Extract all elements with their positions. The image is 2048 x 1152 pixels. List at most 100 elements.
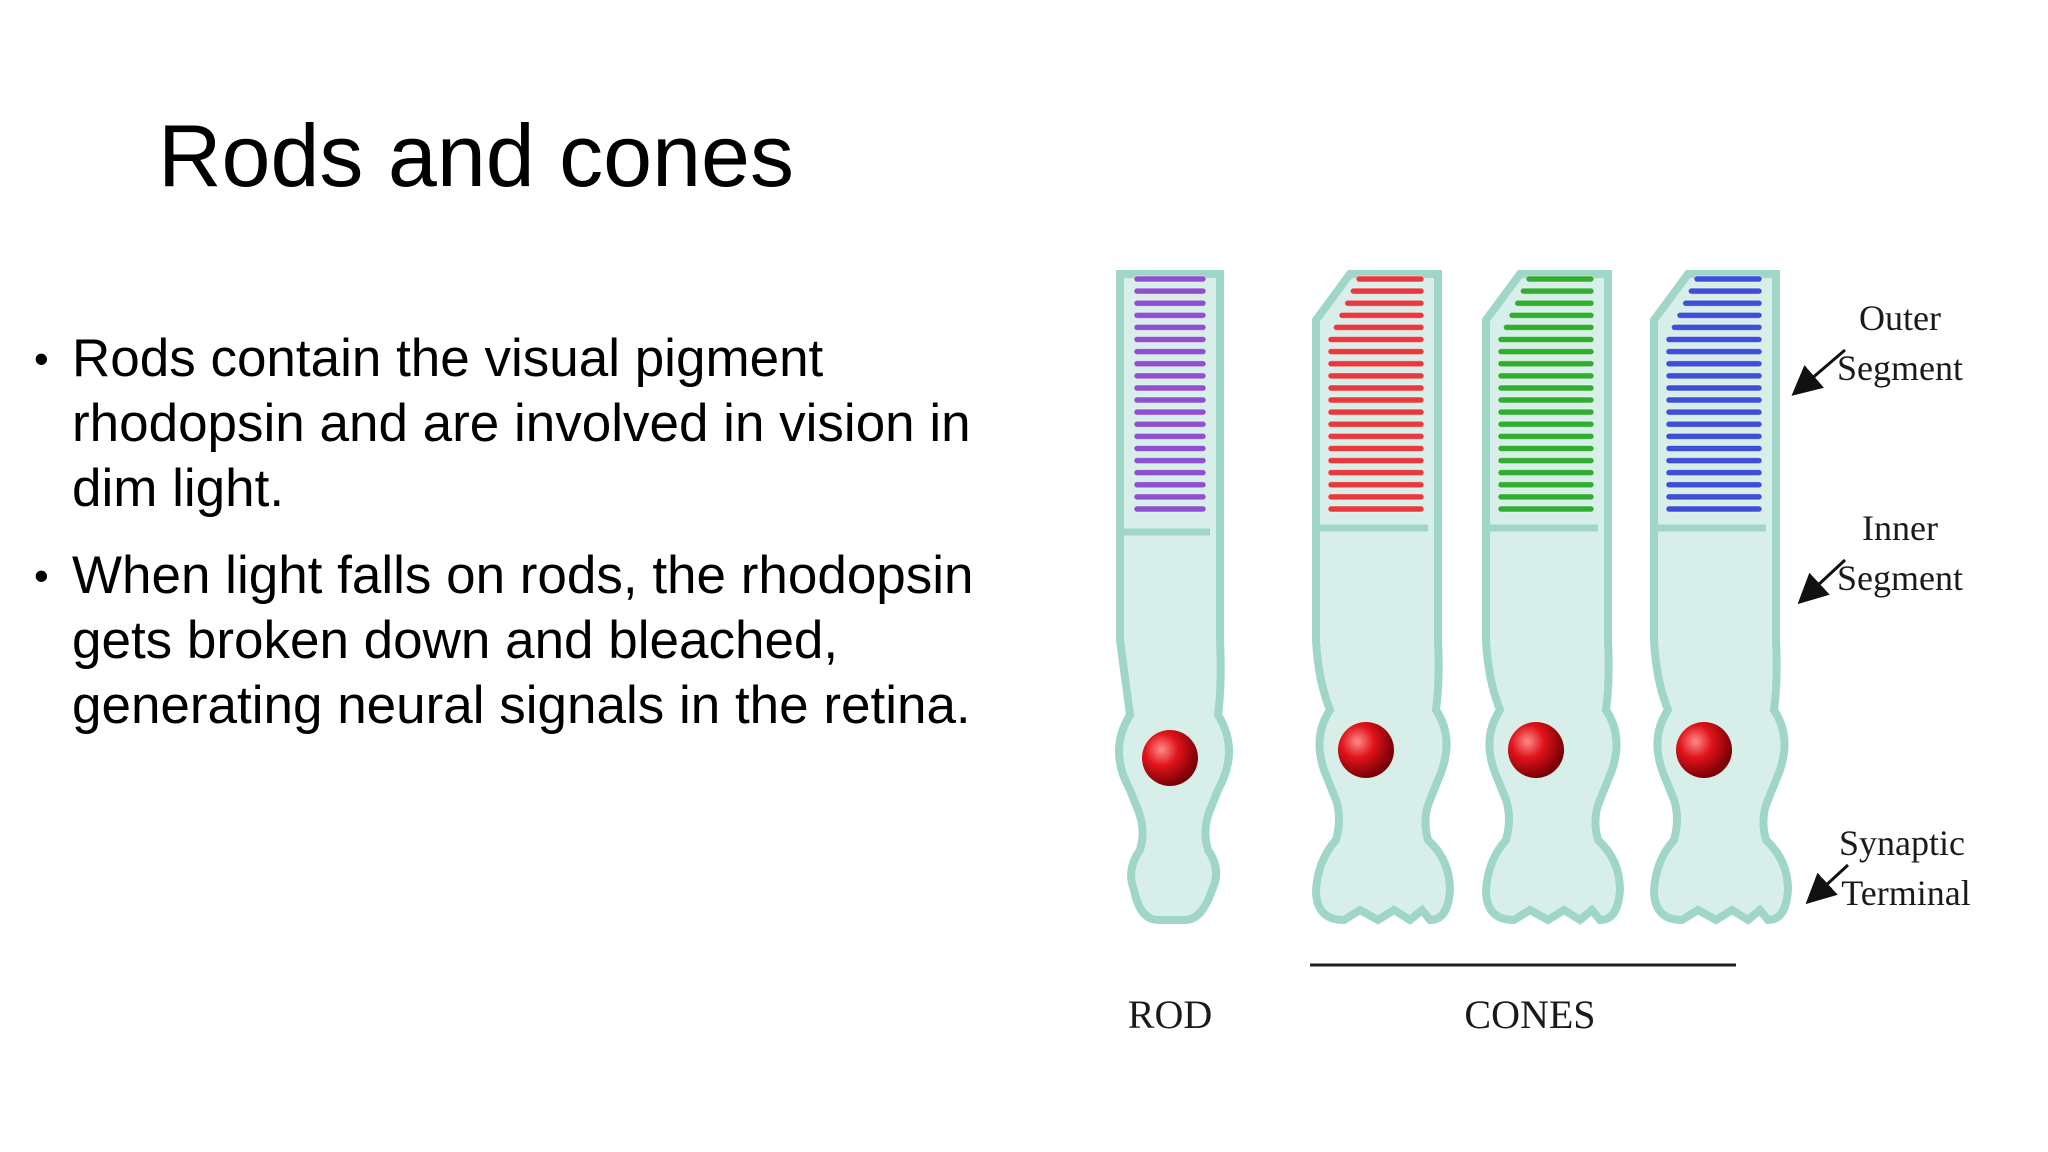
cone-cell-green <box>1481 270 1625 925</box>
pigment-disk <box>1497 481 1595 489</box>
pigment-disk <box>1133 432 1207 440</box>
inner-segment-label-2: Segment <box>1837 558 1963 598</box>
pigment-disk <box>1327 348 1425 356</box>
pigment-disk <box>1332 323 1425 331</box>
pigment-disk <box>1665 469 1763 477</box>
bullet-item: • Rods contain the visual pigment rhodop… <box>32 326 1062 521</box>
inner-segment-arrow-icon <box>1797 558 1847 605</box>
pigment-disk <box>1133 457 1207 465</box>
pigment-disk <box>1665 396 1763 404</box>
pigment-disk <box>1327 420 1425 428</box>
pigment-disk <box>1497 505 1595 513</box>
cones-label: CONES <box>1464 992 1595 1037</box>
pigment-disk <box>1327 396 1425 404</box>
pigment-disk <box>1665 348 1763 356</box>
pigment-disk <box>1682 299 1763 307</box>
pigment-disk <box>1133 323 1207 331</box>
pigment-disk <box>1133 420 1207 428</box>
pigment-disk <box>1497 372 1595 380</box>
pigment-disk <box>1327 505 1425 513</box>
pigment-disk <box>1497 469 1595 477</box>
photoreceptor-svg: Outer Segment Inner Segment Synaptic Ter… <box>1115 270 1971 1037</box>
pigment-disk <box>1133 311 1207 319</box>
pigment-disk <box>1327 372 1425 380</box>
outer-segment-arrow-icon <box>1791 348 1846 396</box>
pigment-disk <box>1665 408 1763 416</box>
cone-outer-segment-disks <box>1327 275 1425 513</box>
pigment-disk <box>1497 432 1595 440</box>
pigment-disk <box>1327 432 1425 440</box>
pigment-disk <box>1497 457 1595 465</box>
pigment-disk <box>1497 384 1595 392</box>
pigment-disk <box>1693 275 1763 283</box>
pigment-disk <box>1133 348 1207 356</box>
pigment-disk <box>1525 275 1595 283</box>
rod-cell-body <box>1115 270 1233 924</box>
pigment-disk <box>1676 311 1763 319</box>
bullet-item: • When light falls on rods, the rhodopsi… <box>32 543 1062 738</box>
pigment-disk <box>1133 384 1207 392</box>
slide-title: Rods and cones <box>158 106 794 205</box>
pigment-disk <box>1502 323 1595 331</box>
pigment-disk <box>1327 469 1425 477</box>
cone-cell-blue <box>1649 270 1793 925</box>
bullet-text: Rods contain the visual pigment rhodopsi… <box>72 329 971 518</box>
cone-cell-body <box>1481 270 1625 925</box>
outer-segment-label-1: Outer <box>1859 298 1941 338</box>
pigment-disk <box>1508 311 1595 319</box>
pigment-disk <box>1344 299 1425 307</box>
pigment-disk <box>1133 299 1207 307</box>
synaptic-terminal-label-1: Synaptic <box>1839 823 1965 863</box>
pigment-disk <box>1327 336 1425 344</box>
pigment-disk <box>1133 505 1207 513</box>
pigment-disk <box>1133 396 1207 404</box>
pigment-disk <box>1133 493 1207 501</box>
pigment-disk <box>1497 444 1595 452</box>
synaptic-terminal-label-2: Terminal <box>1841 873 1970 913</box>
pigment-disk <box>1349 287 1425 295</box>
cone-outer-segment-disks <box>1497 275 1595 513</box>
cone-cell-body <box>1649 270 1793 925</box>
pigment-disk <box>1497 396 1595 404</box>
synaptic-terminal-arrow-icon <box>1805 863 1850 905</box>
pigment-disk <box>1327 384 1425 392</box>
pigment-disk <box>1327 493 1425 501</box>
bullet-list: • Rods contain the visual pigment rhodop… <box>32 326 1062 760</box>
rod-label: ROD <box>1128 992 1212 1037</box>
cone-nucleus-icon <box>1338 722 1394 778</box>
pigment-disk <box>1497 408 1595 416</box>
pigment-disk <box>1497 336 1595 344</box>
rod-cell <box>1115 270 1233 924</box>
pigment-disk <box>1327 360 1425 368</box>
pigment-disk <box>1665 481 1763 489</box>
cone-outer-segment-disks <box>1665 275 1763 513</box>
pigment-disk <box>1133 336 1207 344</box>
pigment-disk <box>1519 287 1595 295</box>
pigment-disk <box>1670 323 1763 331</box>
pigment-disk <box>1133 408 1207 416</box>
rod-nucleus-icon <box>1142 730 1198 786</box>
bullet-text: When light falls on rods, the rhodopsin … <box>72 546 974 735</box>
pigment-disk <box>1665 505 1763 513</box>
pigment-disk <box>1327 457 1425 465</box>
pigment-disk <box>1665 457 1763 465</box>
bullet-dot-icon: • <box>34 335 49 382</box>
cone-cell-body <box>1311 270 1455 925</box>
pigment-disk <box>1497 493 1595 501</box>
pigment-disk <box>1133 360 1207 368</box>
bullet-dot-icon: • <box>34 552 49 599</box>
pigment-disk <box>1327 444 1425 452</box>
cone-nucleus-icon <box>1676 722 1732 778</box>
pigment-disk <box>1514 299 1595 307</box>
pigment-disk <box>1327 481 1425 489</box>
pigment-disk <box>1497 360 1595 368</box>
pigment-disk <box>1665 493 1763 501</box>
pigment-disk <box>1133 275 1207 283</box>
pigment-disk <box>1687 287 1763 295</box>
rod-outer-segment-disks <box>1133 275 1207 513</box>
outer-segment-label-2: Segment <box>1837 348 1963 388</box>
pigment-disk <box>1133 481 1207 489</box>
pigment-disk <box>1338 311 1425 319</box>
pigment-disk <box>1497 420 1595 428</box>
